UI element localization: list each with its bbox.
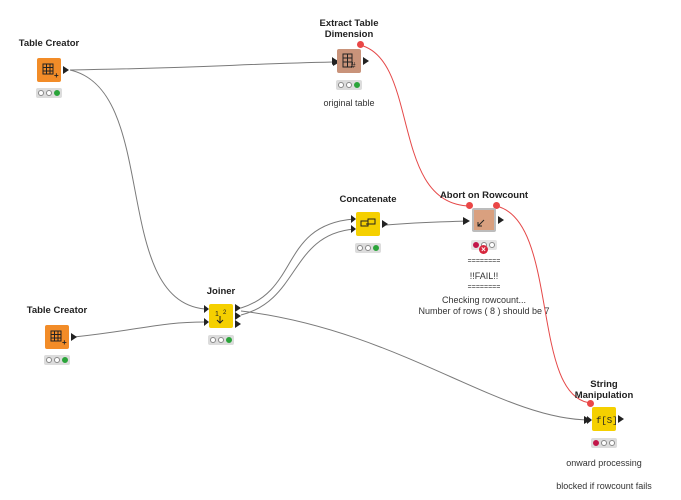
status-light-red bbox=[46, 357, 52, 363]
output-port[interactable] bbox=[363, 57, 369, 65]
input-port-2[interactable] bbox=[351, 225, 356, 233]
status-light-yellow bbox=[365, 245, 371, 251]
status-light-green bbox=[226, 337, 232, 343]
connection-tablecreator2-joiner[interactable] bbox=[73, 321, 206, 338]
status-traffic-light bbox=[208, 335, 234, 345]
svg-text:+: + bbox=[54, 71, 59, 80]
status-light-yellow bbox=[54, 357, 60, 363]
svg-text:f[S]: f[S] bbox=[596, 416, 616, 426]
status-light-red bbox=[338, 82, 344, 88]
input-port[interactable] bbox=[587, 416, 592, 424]
connection-tablecreator1-extract[interactable] bbox=[69, 61, 334, 71]
abort-message-line1: ======== bbox=[467, 258, 501, 265]
status-light-green bbox=[609, 440, 615, 446]
status-light-red bbox=[38, 90, 44, 96]
input-port-1[interactable] bbox=[351, 215, 356, 223]
status-light-red bbox=[210, 337, 216, 343]
abort-message-line4: Checking rowcount... bbox=[441, 295, 527, 305]
abort-message-line5: Number of rows ( 8 ) should be 7 bbox=[418, 306, 550, 316]
node-title-line1: String bbox=[590, 379, 618, 390]
status-light-green bbox=[373, 245, 379, 251]
flow-variable-input-port[interactable] bbox=[466, 202, 473, 209]
varconnection-extract-abort[interactable] bbox=[359, 44, 471, 207]
connection-concat-abort[interactable] bbox=[385, 220, 469, 226]
output-port-2[interactable] bbox=[235, 312, 241, 320]
table-creator-icon[interactable]: + bbox=[45, 325, 69, 349]
node-title-line2: Manipulation bbox=[574, 390, 634, 401]
status-light-red bbox=[473, 242, 479, 248]
output-port[interactable] bbox=[63, 66, 69, 74]
status-light-green bbox=[354, 82, 360, 88]
svg-text:#: # bbox=[351, 61, 356, 70]
status-traffic-light bbox=[336, 80, 362, 90]
concatenate-icon[interactable] bbox=[356, 212, 380, 236]
node-title: Abort on Rowcount bbox=[439, 190, 529, 201]
output-port[interactable] bbox=[71, 333, 77, 341]
node-title: Table Creator bbox=[18, 38, 80, 49]
status-light-red bbox=[593, 440, 599, 446]
connection-tablecreator1-joiner[interactable] bbox=[69, 69, 206, 310]
input-port-right[interactable] bbox=[204, 318, 209, 326]
svg-text:+: + bbox=[62, 338, 67, 347]
status-traffic-light bbox=[44, 355, 70, 365]
status-traffic-light bbox=[355, 243, 381, 253]
status-light-green bbox=[62, 357, 68, 363]
varconnection-abort-stringmanip[interactable] bbox=[495, 205, 593, 404]
status-light-yellow bbox=[218, 337, 224, 343]
input-port[interactable] bbox=[332, 57, 337, 65]
connection-joiner-stringmanip[interactable] bbox=[240, 310, 591, 421]
status-light-red bbox=[357, 245, 363, 251]
node-annotation-line1: onward processing bbox=[566, 458, 642, 468]
node-title: Table Creator bbox=[26, 305, 88, 316]
arrowhead bbox=[463, 217, 470, 225]
connection-joiner-concat-1[interactable] bbox=[240, 218, 355, 309]
svg-text:2: 2 bbox=[223, 310, 227, 316]
output-port[interactable] bbox=[382, 220, 388, 228]
output-port[interactable] bbox=[618, 415, 624, 423]
status-light-green bbox=[489, 242, 495, 248]
status-light-green bbox=[54, 90, 60, 96]
status-light-yellow bbox=[601, 440, 607, 446]
flow-variable-input-port[interactable] bbox=[587, 400, 594, 407]
node-annotation: original table bbox=[323, 98, 375, 108]
svg-text:1: 1 bbox=[215, 311, 219, 318]
output-port[interactable] bbox=[498, 216, 504, 224]
node-annotation-line2: blocked if rowcount fails bbox=[556, 481, 652, 491]
abort-rowcount-icon[interactable] bbox=[472, 208, 496, 232]
string-manipulation-icon[interactable]: f[S] bbox=[592, 407, 616, 431]
extract-dimension-icon[interactable]: # bbox=[337, 49, 361, 73]
input-port-left[interactable] bbox=[204, 305, 209, 313]
abort-message-line2: !!FAIL!! bbox=[469, 271, 499, 281]
output-port-1[interactable] bbox=[235, 304, 241, 312]
flow-variable-output-port[interactable] bbox=[357, 41, 364, 48]
status-traffic-light bbox=[591, 438, 617, 448]
table-creator-icon[interactable]: + bbox=[37, 58, 61, 82]
node-title: Joiner bbox=[206, 286, 236, 297]
error-icon: × bbox=[479, 245, 488, 254]
abort-message-line3: ======== bbox=[467, 284, 501, 291]
joiner-icon[interactable]: 1 2 bbox=[209, 304, 233, 328]
node-title-line2: Dimension bbox=[324, 29, 374, 40]
status-light-yellow bbox=[346, 82, 352, 88]
status-light-yellow bbox=[46, 90, 52, 96]
status-traffic-light bbox=[36, 88, 62, 98]
flow-variable-output-port[interactable] bbox=[493, 202, 500, 209]
abort-icon-inner bbox=[474, 210, 494, 230]
connection-joiner-concat-2[interactable] bbox=[240, 228, 355, 316]
node-title: Concatenate bbox=[339, 194, 397, 205]
node-title-line1: Extract Table bbox=[319, 18, 379, 29]
output-port-3[interactable] bbox=[235, 320, 241, 328]
